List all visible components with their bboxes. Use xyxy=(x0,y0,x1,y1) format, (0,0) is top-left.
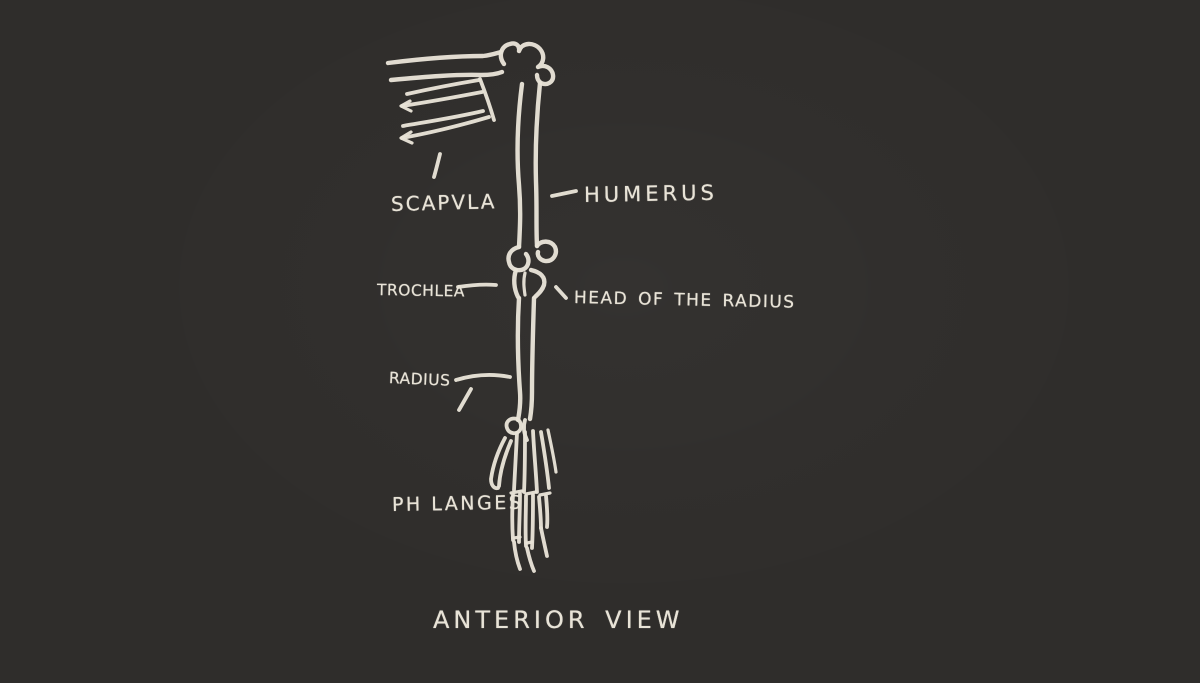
anterior-view-caption: ANTERIOR VIEW xyxy=(433,606,684,634)
hand-phalanges-drawing xyxy=(489,416,558,573)
radius-drawing xyxy=(515,295,537,423)
phalanges-label: PH LANGES xyxy=(391,491,524,516)
shoulder-joint-drawing xyxy=(498,41,556,87)
humerus-drawing xyxy=(515,80,543,250)
scapula-label: SCAPVLA xyxy=(390,189,497,216)
trochlea-label: TROCHLEA xyxy=(376,281,466,301)
radius-label: RADIUS xyxy=(388,369,451,390)
scapula-drawing xyxy=(385,49,505,179)
elbow-joint-drawing xyxy=(506,239,559,300)
pointer-lines xyxy=(454,189,578,412)
humerus-label: HUMERUS xyxy=(583,180,719,207)
